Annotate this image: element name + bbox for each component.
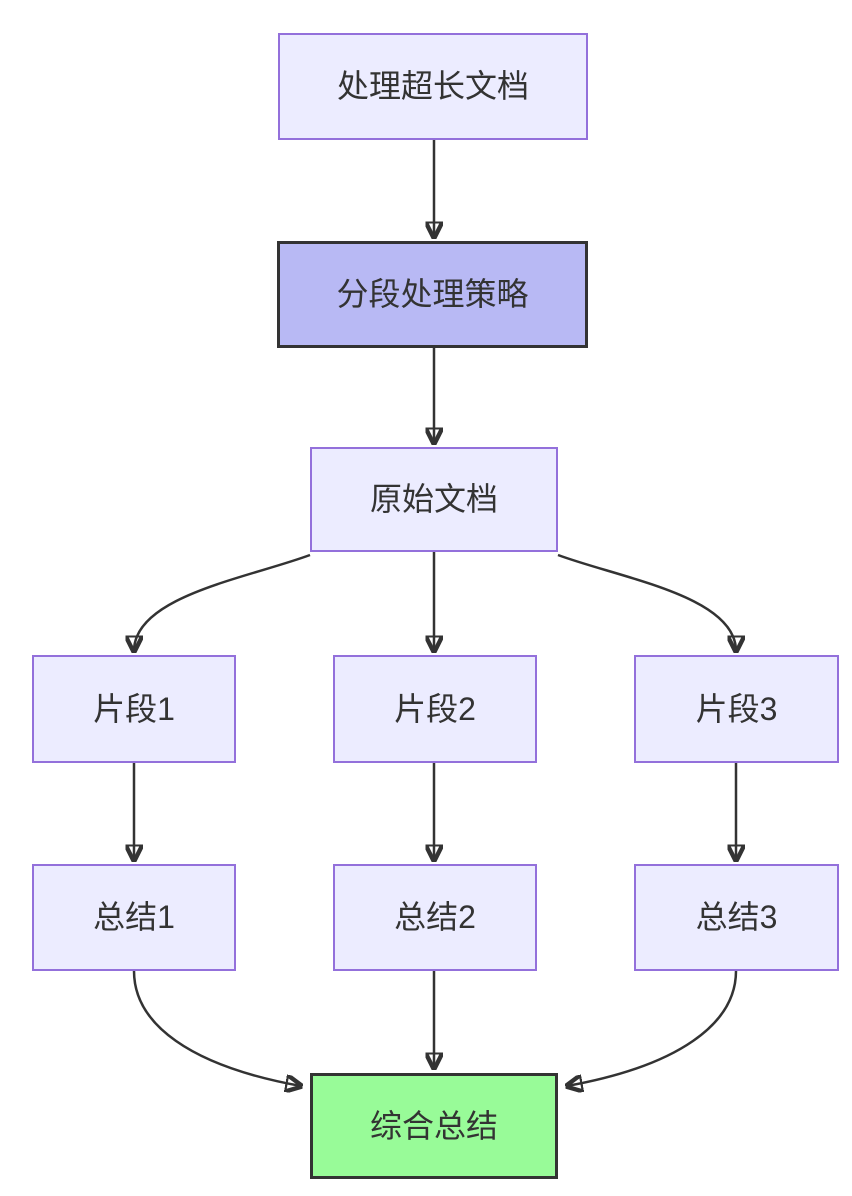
node-original-document: 原始文档 (310, 447, 558, 552)
node-fragment-2: 片段2 (333, 655, 537, 763)
edge-original-to-fragment3 (557, 553, 736, 651)
node-summary-3-label: 总结3 (695, 899, 778, 936)
node-original-document-label: 原始文档 (369, 481, 498, 518)
node-fragment-1: 片段1 (32, 655, 236, 763)
edge-summary1-to-final (132, 970, 301, 1086)
node-segmented-processing-strategy-label: 分段处理策略 (336, 276, 529, 313)
node-process-long-document: 处理超长文档 (278, 33, 588, 140)
node-segmented-processing-strategy: 分段处理策略 (277, 241, 588, 348)
node-fragment-3-label: 片段3 (695, 690, 778, 727)
node-summary-2: 总结2 (333, 864, 537, 971)
node-fragment-3: 片段3 (634, 655, 839, 763)
node-comprehensive-summary: 综合总结 (310, 1073, 558, 1179)
node-fragment-1-label: 片段1 (93, 690, 175, 727)
edge-original-to-fragment1 (134, 553, 311, 651)
node-comprehensive-summary-label: 综合总结 (369, 1107, 498, 1144)
node-summary-3: 总结3 (634, 864, 839, 971)
node-fragment-2-label: 片段2 (394, 690, 476, 727)
node-process-long-document-label: 处理超长文档 (336, 68, 529, 105)
node-summary-1: 总结1 (32, 864, 236, 971)
node-summary-2-label: 总结2 (394, 899, 476, 936)
edge-summary3-to-final (567, 970, 738, 1086)
node-summary-1-label: 总结1 (93, 899, 175, 936)
